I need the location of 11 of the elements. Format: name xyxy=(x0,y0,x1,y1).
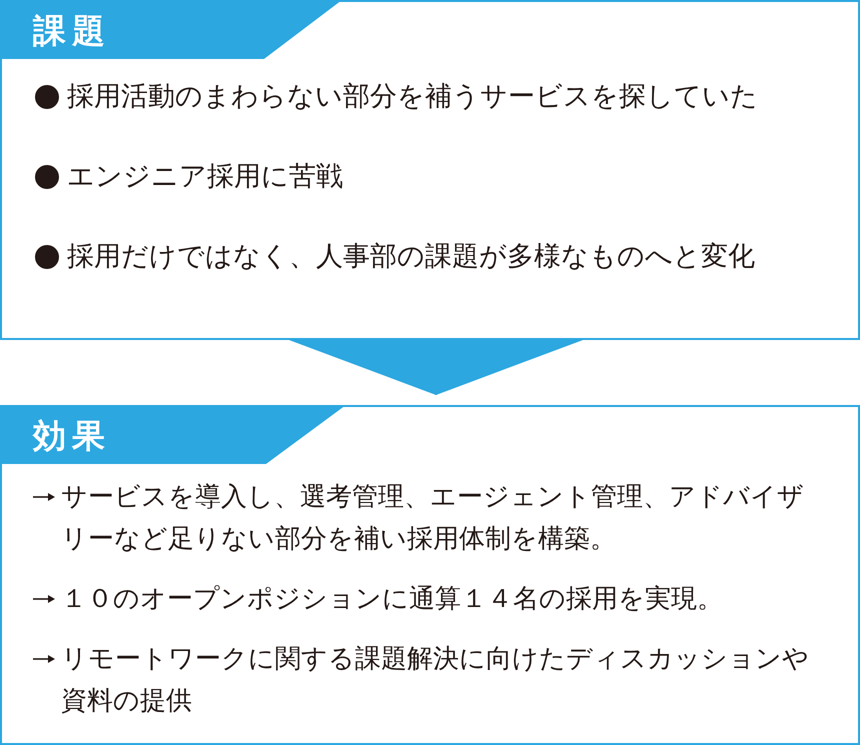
list-item-text: リモートワークに関する課題解決に向けたディスカッションや資料の提供 xyxy=(61,643,810,718)
list-item-text: 採用だけではなく、人事部の課題が多様なものへと変化 xyxy=(67,240,756,274)
flow-arrow xyxy=(289,340,583,395)
list-item-text: エンジニア採用に苦戦 xyxy=(67,160,344,194)
list-item-text: 採用活動のまわらない部分を補うサービスを探していた xyxy=(67,80,759,114)
panel xyxy=(0,405,860,745)
panel xyxy=(0,0,860,340)
panel-heading: 効果 xyxy=(33,415,111,457)
list-item-text: １０のオープンポジションに通算１４名の採用を実現。 xyxy=(61,583,724,616)
list-item-text: サービスを導入し、選考管理、エージェント管理、アドバイザリーなど足りない部分を補い採用体制を構築。 xyxy=(61,481,805,556)
panel-heading: 課題 xyxy=(33,10,111,52)
